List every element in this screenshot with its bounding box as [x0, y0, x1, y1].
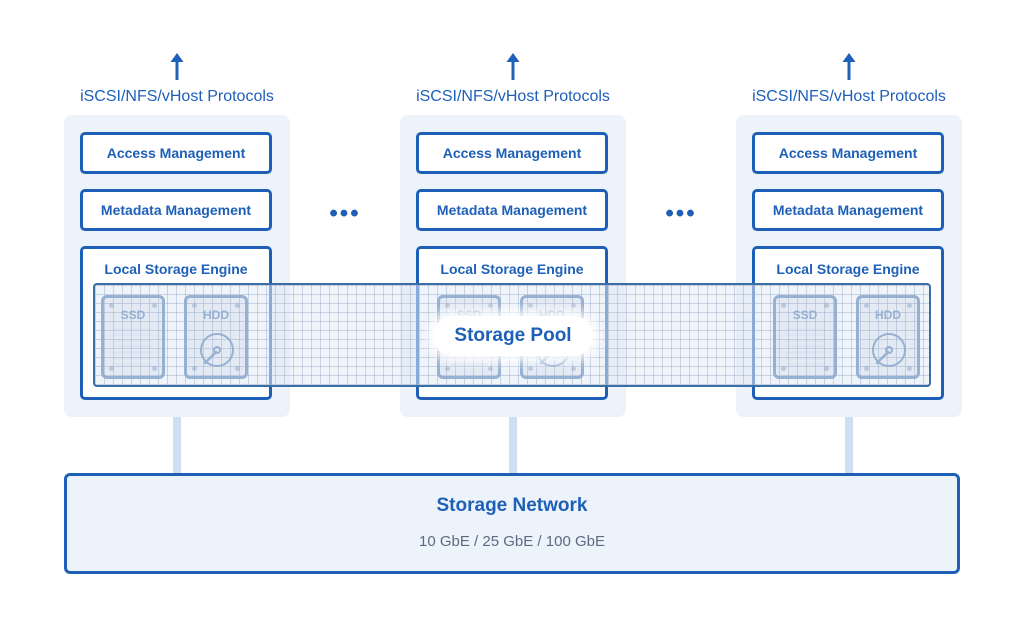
ellipsis-separator: •••: [665, 200, 697, 227]
storage-pool-label: Storage Pool: [433, 316, 593, 356]
arrow-up-icon: [503, 52, 523, 82]
network-connector: [173, 417, 181, 474]
arrow-up-icon: [839, 52, 859, 82]
access-management-box: Access Management: [416, 132, 608, 174]
local-storage-engine-title: Local Storage Engine: [440, 261, 584, 277]
network-connector: [845, 417, 853, 474]
network-speeds: 10 GbE / 25 GbE / 100 GbE: [419, 533, 605, 550]
local-storage-engine-title: Local Storage Engine: [104, 261, 248, 277]
arrow-up-icon: [167, 52, 187, 82]
protocol-label: iSCSI/NFS/vHost Protocols: [416, 88, 610, 105]
protocol-label: iSCSI/NFS/vHost Protocols: [752, 88, 946, 105]
access-management-box: Access Management: [752, 132, 944, 174]
metadata-management-box: Metadata Management: [416, 189, 608, 231]
ellipsis-separator: •••: [329, 200, 361, 227]
access-management-box: Access Management: [80, 132, 272, 174]
protocol-label: iSCSI/NFS/vHost Protocols: [80, 88, 274, 105]
metadata-management-box: Metadata Management: [80, 189, 272, 231]
local-storage-engine-title: Local Storage Engine: [776, 261, 920, 277]
metadata-management-box: Metadata Management: [752, 189, 944, 231]
network-connector: [509, 417, 517, 474]
storage-network-box: Storage Network 10 GbE / 25 GbE / 100 GbE: [64, 473, 960, 574]
storage-network-title: Storage Network: [436, 495, 588, 516]
